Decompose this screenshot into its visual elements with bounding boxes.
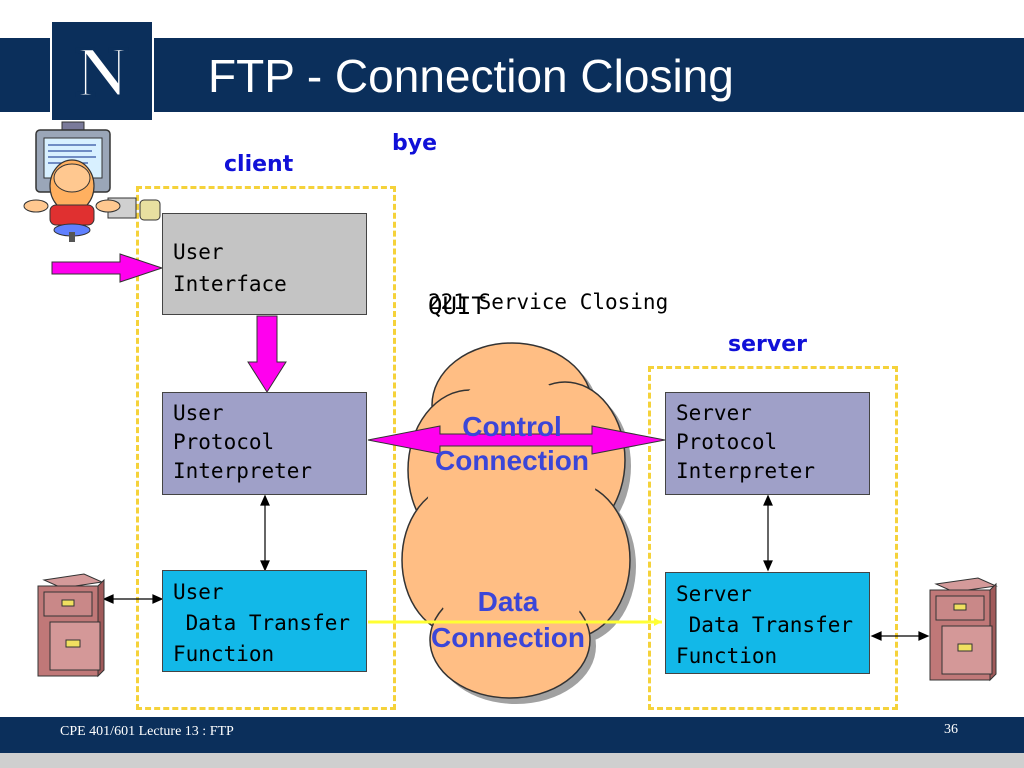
control-label-line2: Connection bbox=[435, 445, 589, 476]
user-input-arrow bbox=[51, 253, 164, 283]
service-closing-reply: 221 Service Closing bbox=[428, 290, 669, 314]
data-label-line1: Data bbox=[477, 586, 539, 617]
ui-to-upi-arrow bbox=[247, 315, 287, 393]
client-region bbox=[136, 186, 396, 710]
footer-bottom-strip bbox=[0, 753, 1024, 768]
client-files-arrow bbox=[102, 594, 164, 604]
server-files-arrow bbox=[870, 631, 930, 641]
control-connection-label: Control Connection bbox=[412, 410, 612, 478]
upi-udtf-arrow bbox=[260, 494, 270, 572]
user-protocol-interpreter-box: User Protocol Interpreter bbox=[162, 392, 367, 495]
user-at-computer-icon bbox=[23, 121, 161, 242]
header-bar bbox=[0, 38, 1024, 112]
logo-n-icon: N bbox=[75, 36, 130, 106]
filing-cabinet-icon-server bbox=[929, 577, 998, 682]
slide-number: 36 bbox=[944, 722, 958, 737]
svg-text:N: N bbox=[76, 36, 128, 106]
quit-command: QUIT bbox=[428, 292, 486, 320]
user-data-transfer-function-box: User Data Transfer Function bbox=[162, 570, 367, 672]
data-label-line2: Connection bbox=[431, 622, 585, 653]
server-protocol-interpreter-box: Server Protocol Interpreter bbox=[665, 392, 870, 495]
slide-title: FTP - Connection Closing bbox=[208, 50, 734, 102]
university-logo: N bbox=[50, 20, 154, 122]
filing-cabinet-icon-client bbox=[37, 573, 105, 678]
user-interface-box: User Interface bbox=[162, 213, 367, 315]
client-label: client bbox=[224, 152, 294, 177]
server-data-transfer-function-box: Server Data Transfer Function bbox=[665, 572, 870, 674]
footer-bar bbox=[0, 717, 1024, 753]
footer-course: CPE 401/601 Lecture 13 : FTP bbox=[60, 724, 234, 739]
server-region bbox=[648, 366, 898, 710]
server-label: server bbox=[728, 332, 807, 357]
spi-sdtf-arrow bbox=[763, 494, 773, 572]
control-label-line1: Control bbox=[462, 411, 562, 442]
bye-label: bye bbox=[392, 131, 438, 156]
data-connection-label: Data Connection bbox=[408, 584, 608, 656]
